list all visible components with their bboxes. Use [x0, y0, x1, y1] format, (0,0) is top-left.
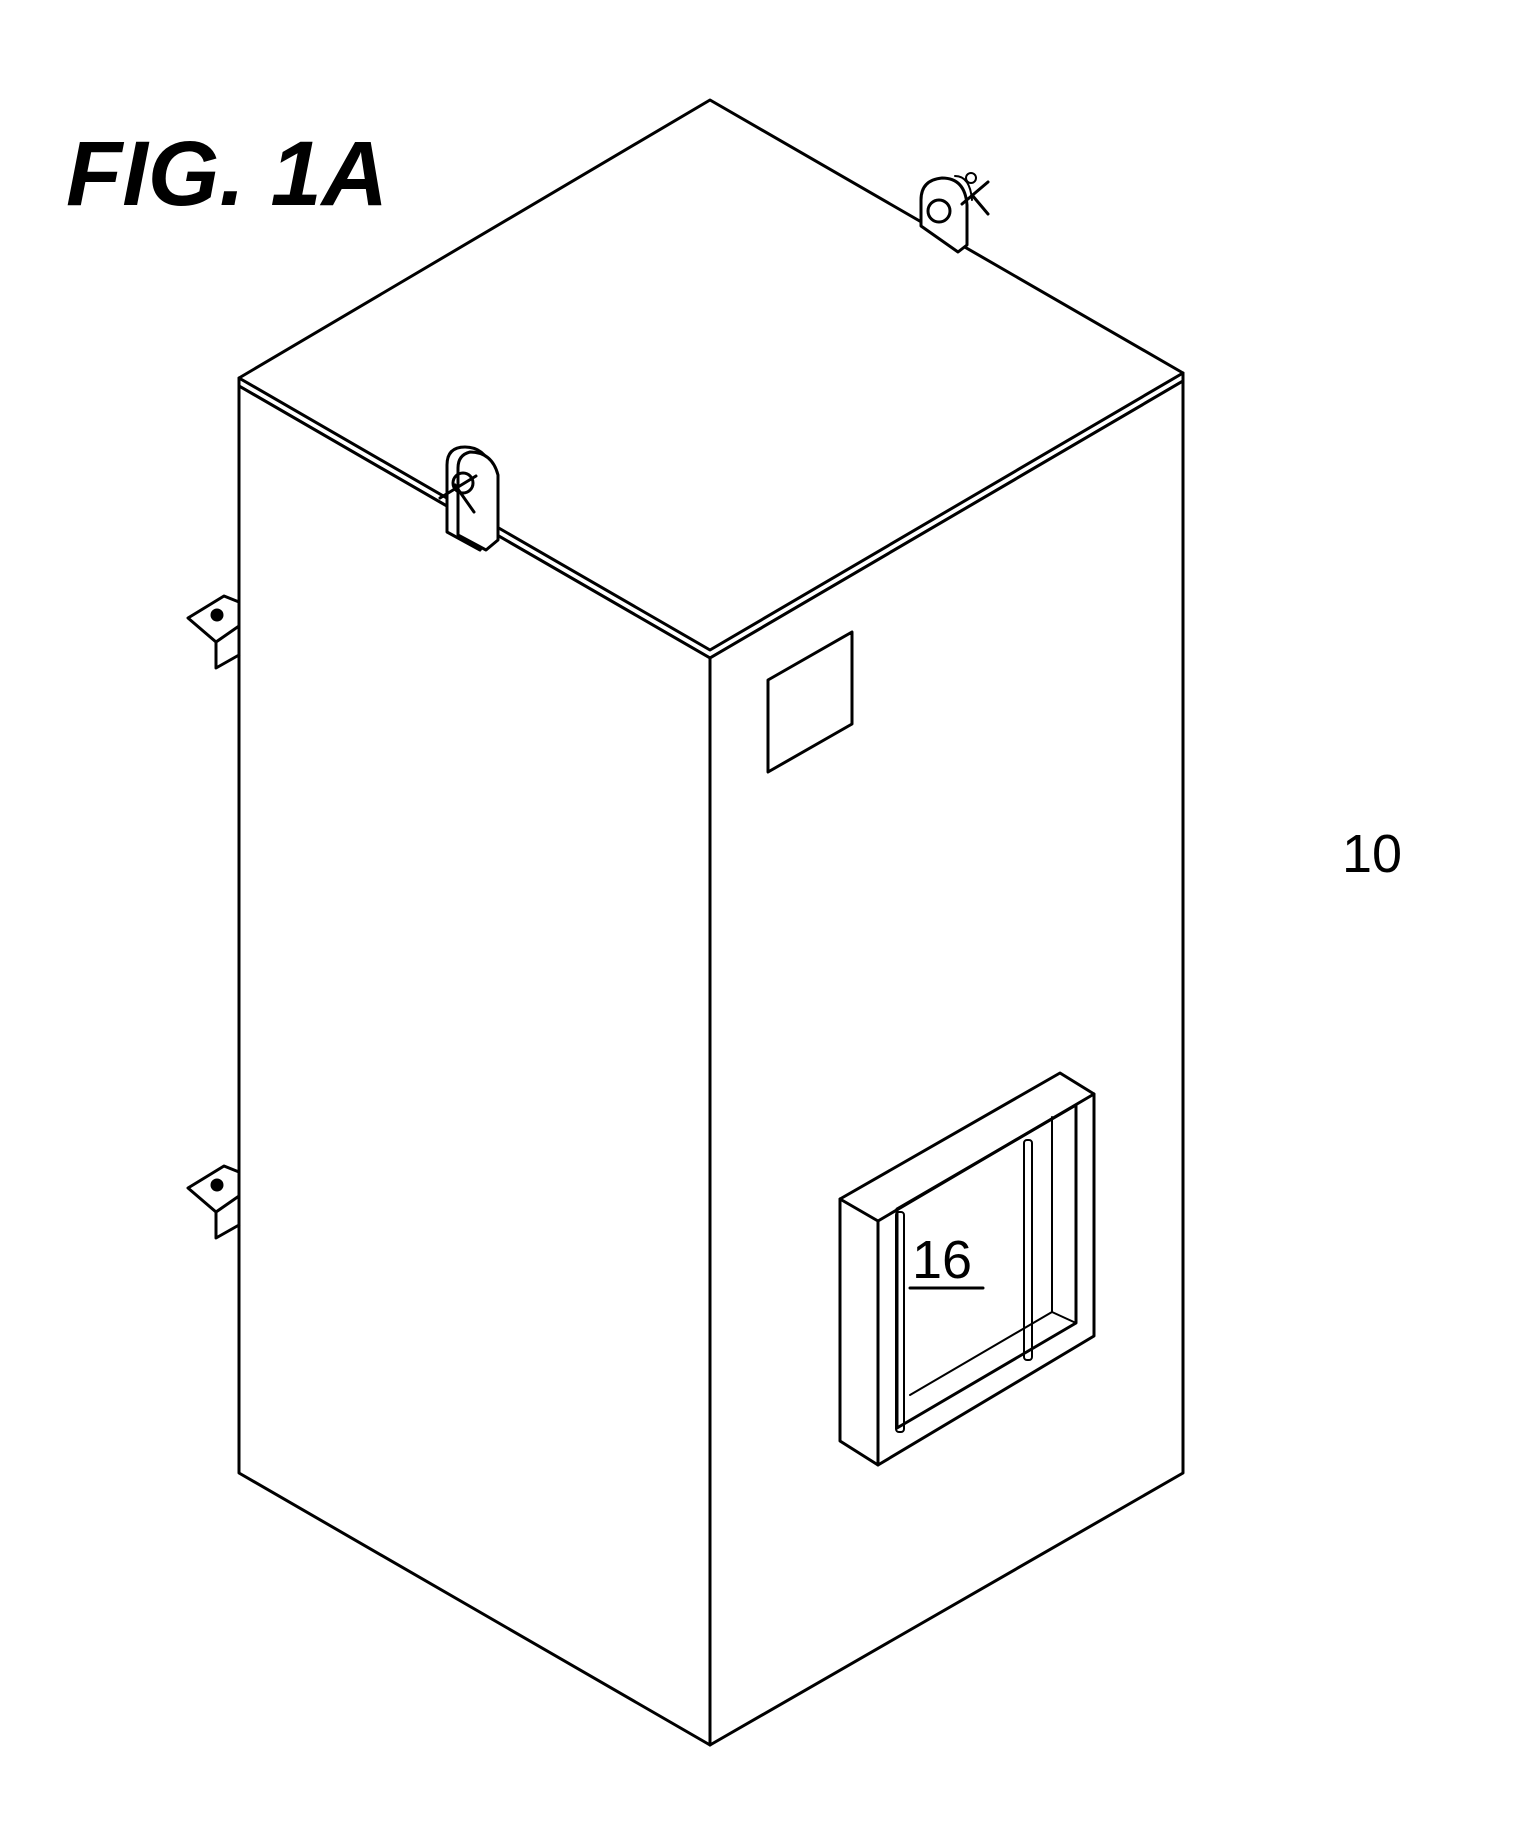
nameplate-panel [766, 630, 854, 774]
lifting-lug-back [919, 172, 990, 254]
window-rod-left [895, 1211, 905, 1433]
lug-pin-head-back [965, 172, 977, 184]
lug-clip-front [453, 483, 476, 514]
bracket-upper-web [214, 640, 241, 670]
window-rod-right [1023, 1139, 1033, 1361]
lug-plate-back [456, 450, 500, 552]
lug-plate-back-right [919, 176, 969, 254]
bracket-lower-hole [210, 1178, 224, 1192]
lug-hole-back [926, 198, 952, 224]
bracket-lower-web [214, 1210, 241, 1240]
lug-pin-back [960, 180, 990, 206]
lug-clip-back [970, 193, 990, 216]
lifting-lug-front [438, 445, 500, 552]
figure-title: FIG. 1A [66, 123, 388, 225]
mounting-bracket-lower [186, 1164, 241, 1240]
enclosure-box [237, 98, 1185, 1747]
reference-label-window: 16 [912, 1230, 972, 1290]
mounting-bracket-upper [186, 594, 241, 670]
reference-label-enclosure: 10 [1342, 824, 1402, 884]
lug-hole-front [451, 471, 475, 495]
bracket-upper-hole [210, 608, 224, 622]
window-assembly: 16 [838, 1071, 1096, 1467]
enclosure-right-face [708, 379, 1185, 1747]
